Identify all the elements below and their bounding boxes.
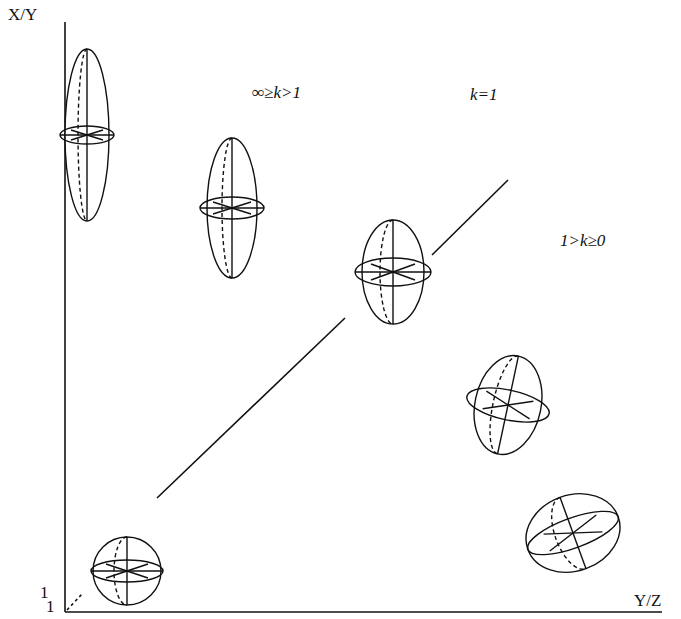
k1-line	[157, 318, 345, 498]
axis-label: X/Y	[8, 6, 37, 23]
axis-label: Y/Z	[634, 592, 661, 609]
k-range: ∞≥k>1	[252, 84, 301, 101]
k-range: 1>k≥0	[560, 232, 605, 249]
x-axis	[65, 611, 662, 613]
ellipsoids	[60, 49, 631, 605]
axis-tick: 1	[46, 598, 55, 615]
k-line-label: k=1	[470, 86, 498, 103]
origin-dash	[67, 594, 82, 610]
k1-line	[432, 180, 508, 255]
